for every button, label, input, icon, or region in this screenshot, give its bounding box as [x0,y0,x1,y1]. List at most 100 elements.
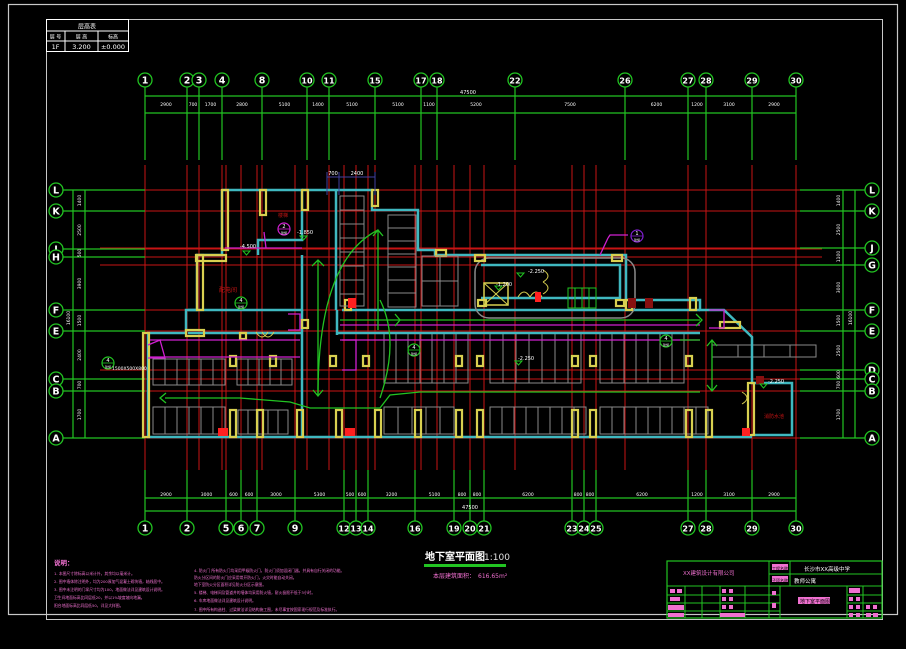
detail-ref-2-sheet: 建施 [281,230,287,235]
axis-top-30-label: 30 [790,77,802,86]
axis-right-F-bubble [864,302,880,318]
title-block-project-label [772,564,788,570]
left-dimension: 2500 [77,224,83,236]
axis-bottom-2-label: 2 [184,524,191,535]
axis-top-1-bubble [137,72,153,88]
left-total-dimension: 16100 [66,311,72,325]
bottom-dimension: 500 [346,492,355,498]
axis-bottom-7-bubble [249,520,265,536]
axis-bottom-28-label: 28 [700,525,712,534]
left-dimension: 700 [77,381,83,390]
drawing-scale: 1:100 [484,553,510,563]
bottom-dimension: 600 [245,492,254,498]
area-value: 616.65m² [478,573,508,580]
right-dimension: 1700 [836,409,842,421]
axis-left-F-bubble [48,302,64,318]
column [570,354,580,368]
column [475,408,485,439]
axis-top-22-label: 22 [509,77,520,86]
column [413,408,423,439]
notes2-line-6: 7. 图中所有构造柱、过梁做法详见结构施工图，未尽事宜按国家现行规范及标准执行。 [194,607,339,612]
bottom-dimension: 5300 [314,492,326,498]
column [334,408,344,439]
axis-left-A-bubble [48,430,64,446]
column [141,331,151,439]
title-block-drawing-name: 地下室平面图 [800,598,830,605]
axis-top-4-bubble [214,72,230,88]
inner-frame [46,19,883,620]
column [295,408,305,439]
elevation-label-4: -1.200 [496,282,512,288]
bottom-dimension: 3200 [386,492,398,498]
axis-bottom-30-bubble [788,520,804,536]
bottom-dimension: 800 [586,492,595,498]
level-table-floor: 1F [52,43,60,51]
right-dimension: 600 [836,370,842,379]
title-block-project-label-text: 工程名称 [772,565,788,571]
column [184,328,206,338]
axis-bottom-19-label: 19 [448,525,460,534]
detail-ref-6-sheet: 建施 [634,237,640,242]
project-name: 长沙市XX高级中学 [804,565,851,573]
detail-ref-6-number: 1 [635,231,638,237]
stairs [339,195,459,308]
axis-top-29-bubble [744,72,760,88]
column [746,381,756,437]
axis-top-26-label: 26 [619,77,631,86]
column [718,320,742,330]
top-dimension: 1100 [423,102,435,108]
axis-right-A-bubble [864,430,880,446]
column [300,188,310,212]
parking-stalls [152,332,817,435]
top-dimension: 2900 [768,102,780,108]
axis-top-17-bubble [413,72,429,88]
axis-left-L-label: L [53,186,59,197]
axis-bottom-1-bubble [137,520,153,536]
column [238,331,248,341]
title-block-drawing-name-bg [798,597,830,604]
column [570,408,580,439]
axis-bottom-30-label: 30 [790,525,802,534]
notes-line-5: 阳台地面标高比同层低50，详见大样图。 [54,603,123,608]
top-dimension: 1400 [312,102,324,108]
area-label: 本层建筑面积： [433,572,475,580]
axis-bottom-29-bubble [744,520,760,536]
level-table-elevation: ±0.000 [101,43,125,51]
axis-top-11-bubble [321,72,337,88]
axis-bottom-7-label: 7 [254,524,261,535]
axis-bottom-25-label: 25 [590,525,602,534]
fire-hydrants [218,292,764,436]
detail-ref-1-sheet: 建施 [105,364,111,369]
drawing-title-block: 地下室平面图 1:100 本层建筑面积： 616.65m² [424,550,510,580]
right-dimension: 1400 [836,195,842,207]
bottom-dimension: 800 [458,492,467,498]
column [704,408,714,439]
notes2-line-4: 5. 楼梯、电梯间及管道井的墙体均采用防火墙，耐火极限不低于3小时。 [194,590,315,595]
axis-right-B-bubble [864,383,880,399]
axis-right-G-label: G [868,261,876,272]
bottom-dimension: 2900 [768,492,780,498]
column [194,253,228,263]
detail-ref-4-number: 4 [412,345,415,351]
column [688,296,698,312]
notes-line-3: 3. 图中未注明的门垛尺寸均为100，地面做法详见建筑设计说明。 [54,587,165,592]
elevation-label-2: -1.850 [297,230,313,236]
left-dimension: 1700 [77,409,83,421]
top-dimension: 2900 [160,102,172,108]
title-block-fields [668,588,878,617]
title-block: XX建筑设计有限公司 工程名称 长沙市XX高级中学 子项名称 教师公寓 地下室平… [666,560,883,619]
axis-top-4-label: 4 [219,76,226,87]
axis-bottom-2-bubble [179,520,195,536]
axis-right-E-label: E [869,327,876,338]
detail-ref-2-number: 2 [282,224,285,230]
axis-bottom-12-label: 12 [338,525,349,534]
notes2-line-5: 6. 车库地面做法详见建筑设计说明。 [194,598,256,603]
general-notes: 说明： 1. 本图尺寸除标高以米计外，其余均以毫米计。 2. 图中墙体除注明外，… [54,558,165,608]
elevation-label-3: -2.250 [528,269,544,275]
traffic-flow-lines [158,228,718,409]
column [684,354,694,368]
axis-top-11-label: 11 [323,77,335,86]
bottom-dimension: 3000 [201,492,213,498]
